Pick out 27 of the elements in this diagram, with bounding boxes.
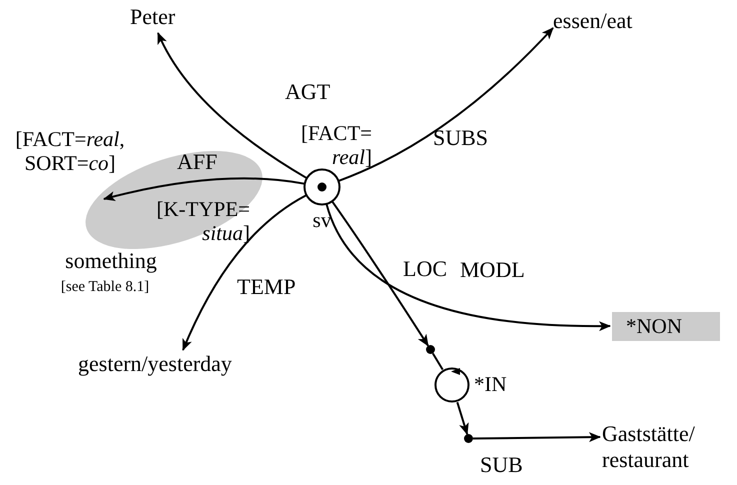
concept-tag: *NON <box>612 312 720 341</box>
feature-annotation: *IN <box>474 372 508 396</box>
edge-label: TEMP <box>237 275 296 299</box>
arrow <box>332 201 429 347</box>
feature-annotation: [FACT= real] <box>300 121 372 169</box>
edge-label: AFF <box>177 150 218 174</box>
arrow <box>157 32 307 179</box>
arrow <box>182 194 307 351</box>
edge-label: SUBS <box>433 126 488 150</box>
arrow <box>456 402 469 436</box>
edge-label: AGT <box>285 80 330 104</box>
reference-note: [see Table 8.1] <box>60 278 150 296</box>
arrow <box>326 204 611 331</box>
node-label: something <box>64 248 158 274</box>
loop-circle <box>434 367 470 403</box>
node-label: sv <box>312 208 332 232</box>
concept-label: gestern/yesterday <box>78 351 298 377</box>
edge-label: LOC <box>403 257 447 281</box>
concept-label: Peter <box>130 4 190 30</box>
edge-label: SUB <box>480 453 523 477</box>
feature-annotation: [FACT=real, SORT=co] <box>14 127 126 175</box>
arrow <box>103 177 304 202</box>
concept-label: Gaststätte/ restaurant <box>602 421 722 473</box>
concept-label: essen/eat <box>553 8 693 34</box>
arrow <box>338 27 554 182</box>
edge-label: MODL <box>460 258 525 282</box>
arrow <box>472 432 601 442</box>
